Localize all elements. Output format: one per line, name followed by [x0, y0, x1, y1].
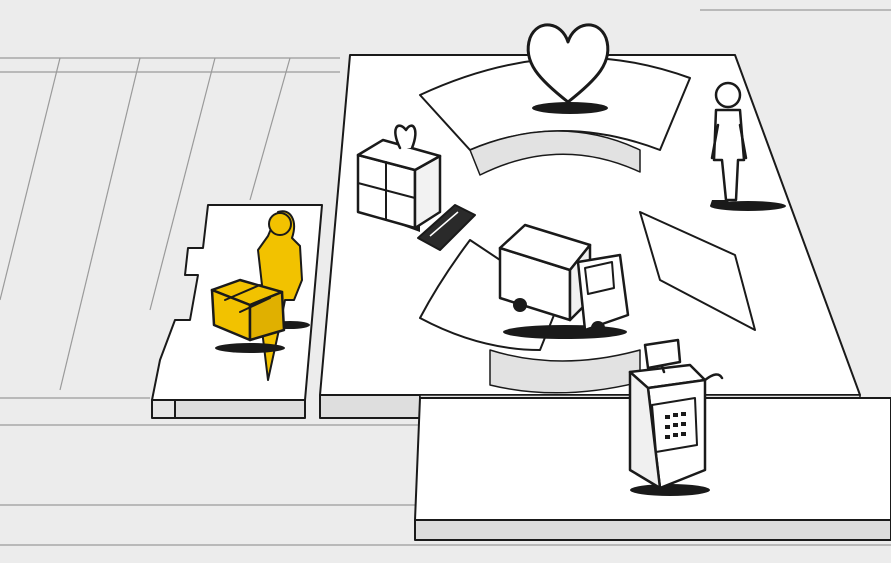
business-model-canvas-scene [0, 0, 891, 563]
